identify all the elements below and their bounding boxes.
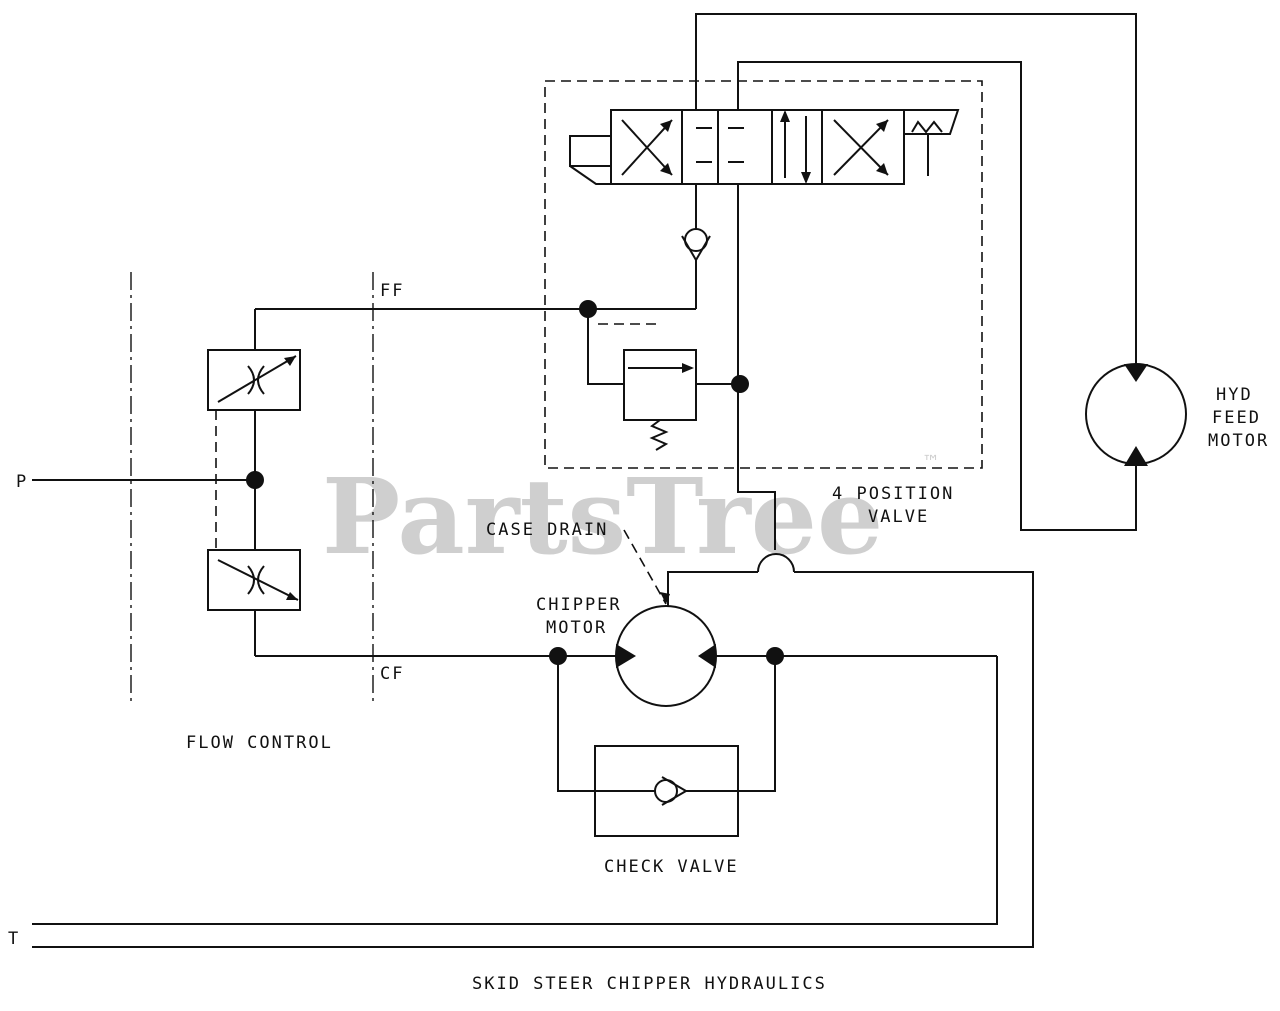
valve-label-line2: VALVE [868, 507, 929, 527]
relief-pilot-line [587, 309, 624, 385]
flow-control-valve-ff [207, 349, 301, 411]
valve-label-line1: 4 POSITION [832, 484, 954, 504]
relief-valve [623, 349, 697, 451]
chipper-motor [615, 605, 717, 707]
feed-motor-return-line [737, 61, 1137, 531]
tank-return-line [32, 656, 998, 925]
check-valve-label: CHECK VALVE [604, 857, 739, 877]
feed-motor-supply-line [695, 13, 1137, 364]
watermark-trademark: ™ [922, 452, 940, 473]
hyd-feed-motor [1085, 363, 1187, 466]
check-valve-inlet [557, 656, 655, 792]
flow-control-valve-cf [207, 549, 301, 611]
hyd-label-line1: HYD [1216, 385, 1253, 405]
junction-dot [731, 375, 749, 393]
junction-dot [766, 647, 784, 665]
junction-dot [549, 647, 567, 665]
check-valve-outlet [686, 656, 776, 792]
four-position-valve-spool [610, 109, 905, 185]
valve-enclosure [544, 80, 983, 469]
bypass-check-valve [594, 745, 739, 837]
case-drain-leader [623, 529, 667, 605]
hyd-label-line3: MOTOR [1208, 431, 1269, 451]
junction-dot [246, 471, 264, 489]
watermark-text: PartsTree [322, 455, 883, 578]
case-drain-leader-arrow [660, 592, 670, 604]
valve-handle [569, 135, 612, 185]
chipper-label-line2: MOTOR [546, 618, 607, 638]
chipper-label-line1: CHIPPER [536, 595, 622, 615]
diagram-title: SKID STEER CHIPPER HYDRAULICS [472, 974, 827, 994]
inlet-check-valve [681, 184, 711, 261]
case-drain-label: CASE DRAIN [486, 520, 608, 540]
valve-spring-detent [904, 109, 960, 176]
flow-control-label: FLOW CONTROL [186, 733, 333, 753]
case-drain-return-line [32, 571, 1034, 948]
line-crossover [757, 553, 795, 573]
cf-label: CF [380, 664, 404, 684]
p-label: P [16, 472, 28, 492]
ff-label: FF [380, 281, 404, 301]
valve-return-line [737, 184, 776, 550]
t-label: T [8, 929, 20, 949]
hyd-label-line2: FEED [1212, 408, 1261, 428]
junction-dot [579, 300, 597, 318]
